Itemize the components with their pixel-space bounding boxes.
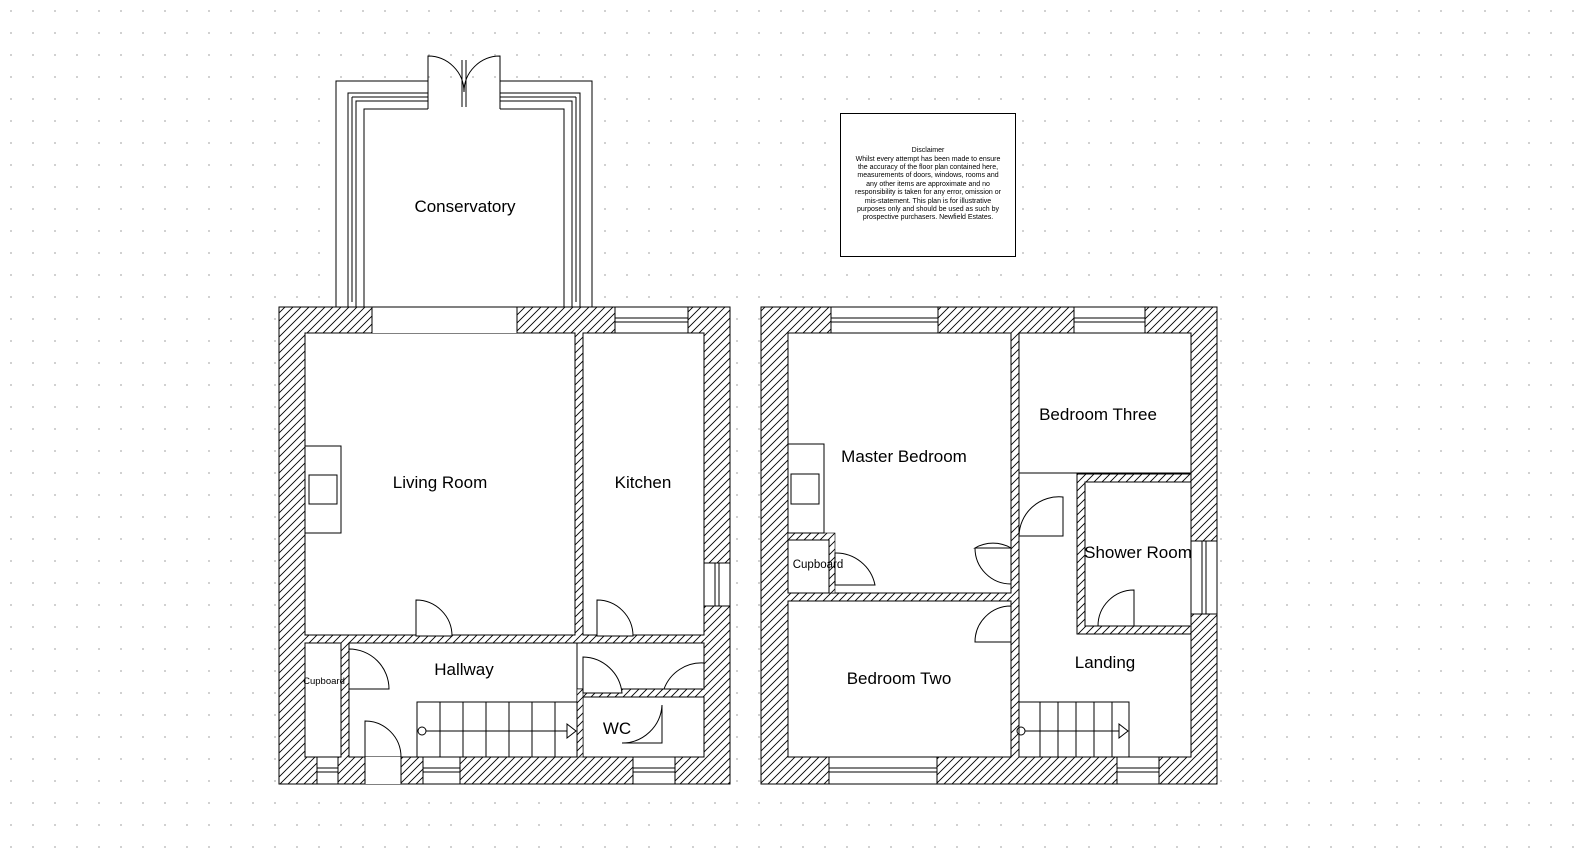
room-label-bedroom-three: Bedroom Three <box>1039 405 1157 424</box>
room-label-hallway: Hallway <box>434 660 494 679</box>
door-swing <box>348 599 705 744</box>
disclaimer-title: Disclaimer <box>911 147 945 155</box>
cupboard-first-area <box>787 539 830 594</box>
french-doors <box>427 55 501 107</box>
window <box>1073 306 1146 334</box>
wc-area <box>582 696 705 758</box>
window <box>1190 540 1218 615</box>
bedroom-three-area <box>1018 332 1192 474</box>
room-label-conservatory: Conservatory <box>414 197 516 216</box>
window <box>703 562 731 607</box>
window <box>632 756 676 785</box>
window <box>828 756 938 785</box>
fireplace <box>304 445 342 534</box>
shower-room-area <box>1084 481 1192 627</box>
room-label-cupboard-ground: Cupboard <box>303 676 345 687</box>
bedroom-two-area <box>787 600 1012 758</box>
window <box>1116 756 1160 785</box>
room-label-bedroom-two: Bedroom Two <box>847 669 952 688</box>
door-swing <box>834 496 1135 643</box>
room-label-cupboard-first: Cupboard <box>793 559 844 571</box>
cupboard-ground-area <box>304 642 342 758</box>
window <box>316 756 339 785</box>
first-floor: Master Bedroom Bedroom Three Shower Room… <box>760 306 1218 785</box>
disclaimer-text: Whilst every attempt has been made to en… <box>855 155 1001 222</box>
room-label-landing: Landing <box>1075 653 1136 672</box>
room-label-shower-room: Shower Room <box>1084 543 1192 562</box>
disclaimer-box: Disclaimer Whilst every attempt has been… <box>840 113 1016 257</box>
window <box>422 756 461 785</box>
room-label-kitchen: Kitchen <box>615 473 672 492</box>
room-label-wc: WC <box>603 719 631 738</box>
window <box>614 306 689 334</box>
front-door <box>364 720 402 784</box>
room-label-living-room: Living Room <box>393 473 488 492</box>
living-room-area <box>304 332 576 636</box>
room-label-master-bedroom: Master Bedroom <box>841 447 967 466</box>
ground-floor: Living Room Kitchen Hallway WC Cupboard <box>278 306 731 785</box>
window <box>830 306 939 334</box>
stairs <box>416 701 578 758</box>
fireplace <box>787 443 825 534</box>
conservatory: Conservatory <box>335 55 593 308</box>
stairs <box>1016 701 1130 758</box>
